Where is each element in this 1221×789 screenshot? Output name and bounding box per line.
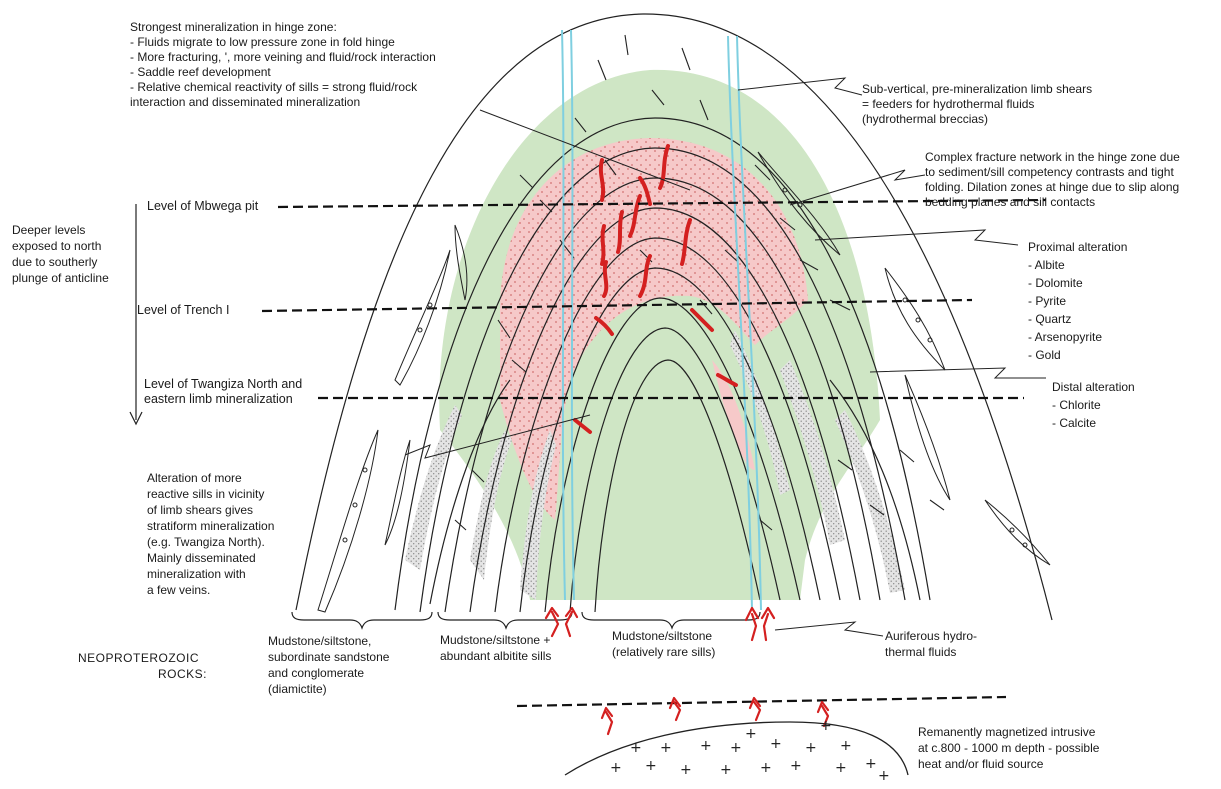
- note-line: Mudstone/siltstone: [612, 628, 715, 644]
- hinge-zone-point: - Fluids migrate to low pressure zone in…: [130, 35, 436, 50]
- note-line: Mudstone/siltstone,: [268, 633, 389, 649]
- note-line: ROCKS:: [78, 666, 207, 682]
- note-line: = feeders for hydrothermal fluids: [862, 97, 1092, 112]
- note-line: Level of Twangiza North and: [144, 377, 302, 392]
- deeper-levels-note: Deeper levels exposed to north due to so…: [12, 222, 109, 286]
- hinge-zone-point: - Relative chemical reactivity of sills …: [130, 80, 436, 95]
- note-line: due to southerly: [12, 254, 109, 270]
- svg-text:+: +: [610, 760, 622, 776]
- note-line: a few veins.: [147, 582, 274, 598]
- rock-unit-1: Mudstone/siltstone, subordinate sandston…: [268, 633, 389, 697]
- svg-text:+: +: [835, 760, 847, 776]
- note-line: thermal fluids: [885, 644, 977, 660]
- mineral-item: - Dolomite: [1028, 274, 1127, 292]
- mineral-item: - Albite: [1028, 256, 1127, 274]
- distal-alteration-legend: Distal alteration - Chlorite - Calcite: [1052, 378, 1135, 432]
- svg-text:+: +: [730, 740, 742, 756]
- limb-shears-note: Sub-vertical, pre-mineralization limb sh…: [862, 82, 1092, 127]
- note-line: folding. Dilation zones at hinge due to …: [925, 180, 1180, 195]
- note-line: (e.g. Twangiza North).: [147, 534, 274, 550]
- hinge-zone-note: Strongest mineralization in hinge zone: …: [130, 20, 436, 110]
- note-line: Mudstone/siltstone +: [440, 632, 551, 648]
- note-line: at c.800 - 1000 m depth - possible: [918, 740, 1099, 756]
- level-twangiza-label: Level of Twangiza North and eastern limb…: [144, 377, 302, 407]
- svg-text:+: +: [745, 726, 757, 742]
- distal-title: Distal alteration: [1052, 378, 1135, 396]
- svg-text:+: +: [700, 738, 712, 754]
- mineral-item: - Pyrite: [1028, 292, 1127, 310]
- auriferous-fluids-note: Auriferous hydro- thermal fluids: [885, 628, 977, 660]
- svg-text:+: +: [878, 768, 890, 784]
- note-line: Alteration of more: [147, 470, 274, 486]
- svg-text:+: +: [770, 736, 782, 752]
- svg-text:+: +: [660, 740, 672, 756]
- mineral-item: - Calcite: [1052, 414, 1135, 432]
- note-line: mineralization with: [147, 566, 274, 582]
- note-line: and conglomerate: [268, 665, 389, 681]
- note-line: Deeper levels: [12, 222, 109, 238]
- sills-alteration-note: Alteration of more reactive sills in vic…: [147, 470, 274, 598]
- svg-text:+: +: [820, 718, 832, 734]
- note-line: subordinate sandstone: [268, 649, 389, 665]
- note-line: stratiform mineralization: [147, 518, 274, 534]
- note-line: Mainly disseminated: [147, 550, 274, 566]
- svg-text:+: +: [790, 758, 802, 774]
- mineral-item: - Quartz: [1028, 310, 1127, 328]
- note-line: Complex fracture network in the hinge zo…: [925, 150, 1180, 165]
- note-line: to sediment/sill competency contrasts an…: [925, 165, 1180, 180]
- svg-text:+: +: [760, 760, 772, 776]
- note-line: exposed to north: [12, 238, 109, 254]
- hinge-zone-title: Strongest mineralization in hinge zone:: [130, 20, 436, 35]
- note-line: of limb shears gives: [147, 502, 274, 518]
- note-line: NEOPROTEROZOIC: [78, 650, 207, 666]
- hinge-zone-point: interaction and disseminated mineralizat…: [130, 95, 436, 110]
- note-line: abundant albitite sills: [440, 648, 551, 664]
- note-line: (relatively rare sills): [612, 644, 715, 660]
- mineral-item: - Arsenopyrite: [1028, 328, 1127, 346]
- intrusive-note: Remanently magnetized intrusive at c.800…: [918, 724, 1099, 772]
- note-line: Remanently magnetized intrusive: [918, 724, 1099, 740]
- svg-text:+: +: [720, 762, 732, 778]
- svg-text:+: +: [630, 740, 642, 756]
- svg-text:+: +: [840, 738, 852, 754]
- svg-text:+: +: [680, 762, 692, 778]
- mineral-item: - Chlorite: [1052, 396, 1135, 414]
- note-line: bedding planes and sill contacts: [925, 195, 1180, 210]
- mineral-item: - Gold: [1028, 346, 1127, 364]
- proximal-title: Proximal alteration: [1028, 238, 1127, 256]
- note-line: plunge of anticline: [12, 270, 109, 286]
- rock-unit-3: Mudstone/siltstone (relatively rare sill…: [612, 628, 715, 660]
- proximal-alteration-legend: Proximal alteration - Albite - Dolomite …: [1028, 238, 1127, 364]
- unit-braces: [292, 612, 760, 628]
- note-line: (hydrothermal breccias): [862, 112, 1092, 127]
- neoproterozoic-label: NEOPROTEROZOIC ROCKS:: [78, 650, 207, 682]
- hinge-zone-point: - More fracturing, ', more veining and f…: [130, 50, 436, 65]
- svg-text:+: +: [805, 740, 817, 756]
- note-line: heat and/or fluid source: [918, 756, 1099, 772]
- rock-unit-2: Mudstone/siltstone + abundant albitite s…: [440, 632, 551, 664]
- note-line: eastern limb mineralization: [144, 392, 302, 407]
- note-line: (diamictite): [268, 681, 389, 697]
- note-line: reactive sills in vicinity: [147, 486, 274, 502]
- svg-text:+: +: [645, 758, 657, 774]
- note-line: Sub-vertical, pre-mineralization limb sh…: [862, 82, 1092, 97]
- fracture-network-note: Complex fracture network in the hinge zo…: [925, 150, 1180, 210]
- fluid-arrows: [546, 608, 828, 734]
- note-line: Auriferous hydro-: [885, 628, 977, 644]
- svg-text:+: +: [865, 756, 877, 772]
- level-mbwega-label: Level of Mbwega pit: [147, 199, 258, 214]
- level-trench-label: Level of Trench I: [137, 303, 229, 318]
- hinge-zone-point: - Saddle reef development: [130, 65, 436, 80]
